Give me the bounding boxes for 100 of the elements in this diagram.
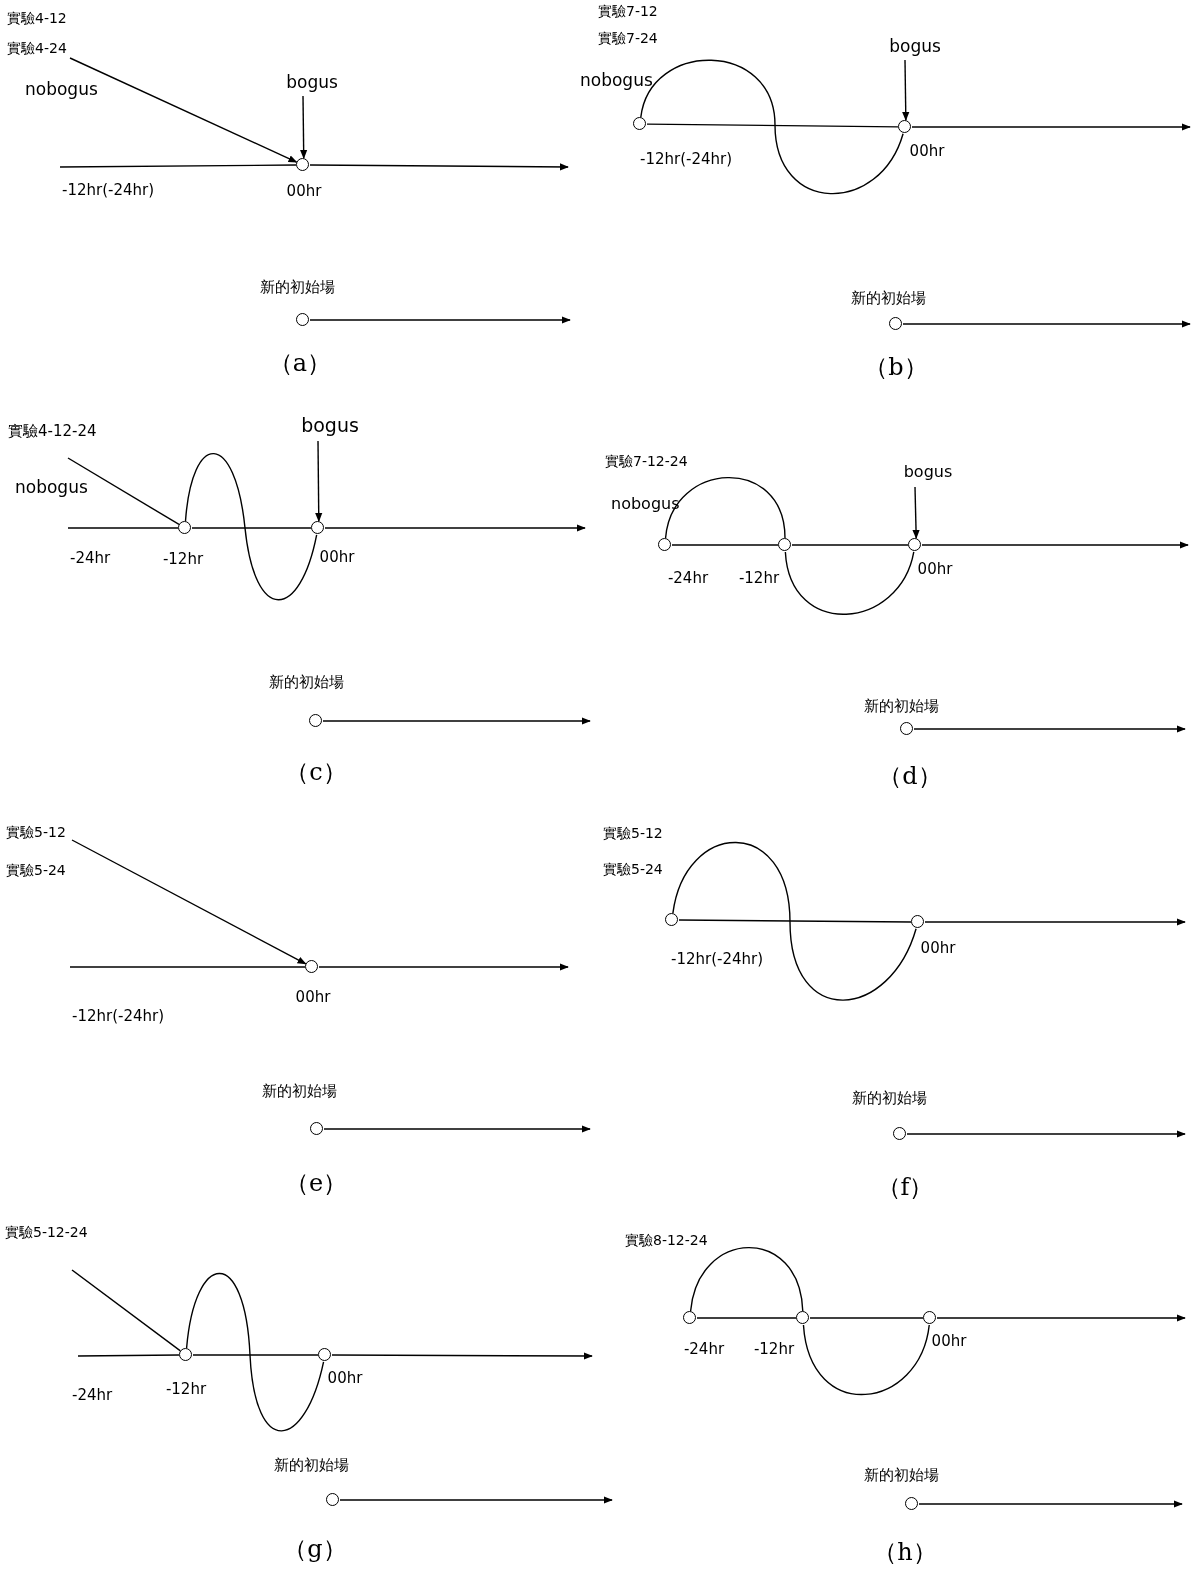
- timeline-arrow: [324, 524, 586, 532]
- arrow: [300, 95, 308, 159]
- arrow: [912, 486, 920, 539]
- timeline-arrow: [331, 1352, 593, 1360]
- timeline-arrow: [924, 918, 1186, 926]
- time-label: -24hr: [683, 1341, 725, 1357]
- timeline-arrow: [921, 541, 1189, 549]
- experiment-label: 實驗4-12-24: [8, 423, 97, 439]
- time-label: -12hr: [738, 570, 780, 586]
- series-label: nobogus: [611, 496, 680, 512]
- time-label: -24hr: [72, 1387, 113, 1403]
- timeline-arrow: [309, 316, 571, 324]
- marker-label: bogus: [889, 37, 941, 55]
- panel-label: （c）: [285, 760, 347, 784]
- timeline-line: [191, 527, 312, 529]
- timeline-arrow: [902, 320, 1191, 328]
- experiment-label: 實驗4-12: [7, 11, 67, 25]
- experiment-label: 實驗7-12-24: [605, 454, 688, 468]
- time-label: 00hr: [931, 1333, 967, 1349]
- panel-label: （g）: [283, 1537, 347, 1561]
- marker-label: bogus: [301, 415, 359, 435]
- series-label: nobogus: [580, 71, 653, 89]
- time-label: -12hr: [753, 1341, 795, 1357]
- time-label: -24hr: [667, 570, 709, 586]
- series-label: nobogus: [15, 478, 88, 496]
- experiment-label: 實驗4-24: [7, 41, 67, 55]
- time-label: 00hr: [920, 940, 956, 956]
- panel-label: （e）: [284, 1171, 348, 1195]
- panel-label: （f）: [876, 1175, 934, 1199]
- experiment-label: 實驗5-24: [603, 862, 663, 876]
- time-label: -12hr: [165, 1381, 207, 1397]
- series-label: nobogus: [25, 80, 98, 98]
- timeline-line: [809, 1317, 924, 1319]
- panel-label: （a）: [268, 351, 332, 375]
- timeline-arrow: [318, 963, 569, 971]
- timeline-line: [69, 966, 306, 968]
- time-label: -24hr: [70, 550, 111, 566]
- time-label: 新的初始場: [863, 1467, 939, 1483]
- timeline-arrow: [918, 1500, 1183, 1508]
- timeline-line: [192, 1354, 319, 1356]
- slanted-arrow: [71, 839, 307, 965]
- time-label: -12hr(-24hr): [62, 182, 155, 198]
- timeline-arrow: [309, 163, 569, 171]
- timeline-arrow: [913, 725, 1186, 733]
- time-label: 新的初始場: [851, 1090, 927, 1106]
- slanted-line: [71, 1269, 182, 1352]
- curve-line: [784, 551, 915, 615]
- time-label: 新的初始場: [261, 1083, 337, 1099]
- time-label: 00hr: [327, 1370, 363, 1386]
- time-label: -12hr(-24hr): [72, 1008, 165, 1024]
- panel-label: （h）: [873, 1540, 937, 1564]
- timeline-arrow: [339, 1496, 613, 1504]
- experiment-label: 實驗5-12-24: [5, 1225, 88, 1239]
- time-label: 00hr: [286, 183, 322, 199]
- timeline-line: [671, 544, 779, 546]
- time-label: 新的初始場: [273, 1457, 349, 1473]
- time-label: -12hr(-24hr): [639, 151, 733, 167]
- experiment-label: 實驗5-12: [6, 825, 66, 839]
- curve-line: [185, 1272, 325, 1432]
- timeline-arrow: [911, 123, 1191, 131]
- time-label: 00hr: [917, 561, 953, 577]
- time-label: 00hr: [319, 549, 355, 565]
- timeline-arrow: [322, 717, 591, 725]
- timeline-arrow: [936, 1314, 1186, 1322]
- timeline-line: [646, 123, 899, 128]
- experiment-label: 實驗5-12: [603, 826, 663, 840]
- timeline-line: [59, 164, 297, 168]
- experiment-label: 實驗7-24: [598, 31, 658, 45]
- timeline-arrow: [906, 1130, 1186, 1138]
- timeline-line: [791, 544, 909, 546]
- timeline-line: [77, 1354, 180, 1357]
- curve-line: [184, 452, 318, 601]
- curve-line: [689, 1246, 804, 1312]
- timeline-line: [678, 919, 912, 923]
- time-label: 新的初始場: [863, 698, 939, 714]
- panel-label: （b）: [864, 355, 928, 379]
- time-label: -12hr: [162, 551, 204, 567]
- curve-line: [802, 1324, 930, 1396]
- timeline-line: [696, 1317, 797, 1319]
- arrow: [315, 440, 323, 522]
- timeline-arrow: [323, 1125, 591, 1133]
- time-label: 新的初始場: [259, 279, 335, 295]
- panel-label: （d）: [878, 764, 942, 788]
- slanted-arrow: [69, 57, 298, 163]
- slanted-line: [67, 457, 180, 526]
- time-label: 新的初始場: [268, 674, 344, 690]
- timeline-line: [67, 527, 179, 529]
- experiment-label: 實驗5-24: [6, 863, 66, 877]
- curve-line: [672, 841, 917, 1001]
- experiment-label: 實驗8-12-24: [625, 1233, 708, 1247]
- time-label: 00hr: [295, 989, 331, 1005]
- experiment-label: 實驗7-12: [598, 4, 658, 18]
- curve-line: [640, 59, 904, 195]
- marker-label: bogus: [903, 464, 953, 480]
- time-label: 00hr: [909, 143, 945, 159]
- time-label: -12hr(-24hr): [670, 951, 764, 967]
- time-label: 新的初始場: [850, 290, 926, 306]
- arrow: [902, 59, 910, 121]
- curve-line: [664, 476, 786, 539]
- marker-label: bogus: [286, 73, 338, 91]
